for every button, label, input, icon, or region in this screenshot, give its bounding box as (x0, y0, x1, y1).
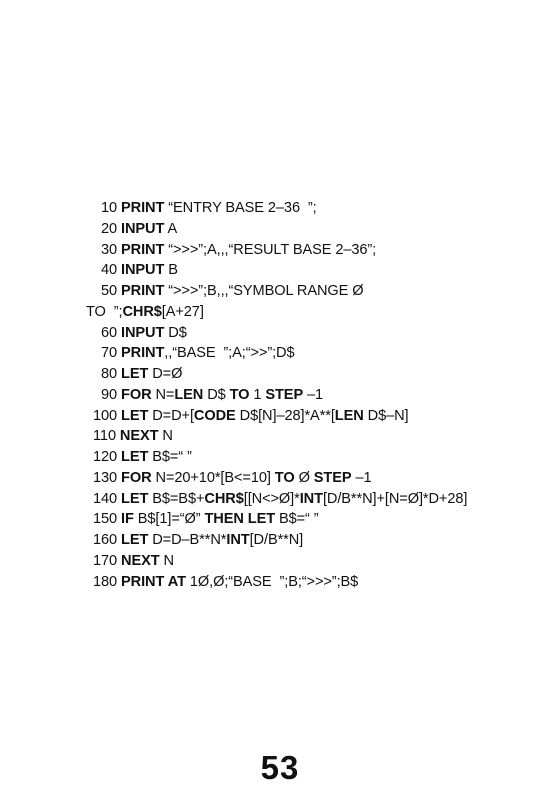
code-line: 70 PRINT,,“BASE ”;A;“>>”;D$ (101, 343, 295, 363)
code-text: D$ (164, 325, 187, 341)
code-text: –1 (303, 387, 324, 403)
code-text: 50 (101, 283, 121, 299)
basic-keyword: IF (121, 511, 134, 527)
code-text: “>>>”;B,,,“SYMBOL RANGE Ø (164, 283, 364, 299)
basic-keyword: LEN (334, 408, 364, 424)
code-line: 120 LET B$=“ ” (93, 447, 192, 467)
code-text: 120 (93, 449, 122, 465)
basic-keyword: PRINT (121, 200, 165, 216)
basic-keyword: PRINT (121, 345, 165, 361)
basic-keyword: NEXT (121, 553, 160, 569)
code-text: 180 (93, 574, 122, 590)
code-line: TO ”;CHR$[A+27] (86, 302, 204, 322)
code-line: 30 PRINT “>>>”;A,,,“RESULT BASE 2–36”; (101, 240, 376, 260)
basic-keyword: THEN LET (204, 511, 276, 527)
code-text: 90 (101, 387, 121, 403)
code-text: 140 (93, 491, 122, 507)
code-text: [D/B**N] (249, 532, 304, 548)
basic-keyword: INPUT (121, 262, 165, 278)
code-text: 70 (101, 345, 121, 361)
basic-keyword: LET (121, 491, 149, 507)
code-text: D$–N] (363, 408, 409, 424)
code-text: D$ (203, 387, 230, 403)
code-line: 40 INPUT B (101, 260, 178, 280)
code-line: 160 LET D=D–B**N*INT[D/B**N] (93, 530, 303, 550)
code-line: 80 LET D=Ø (101, 364, 182, 384)
code-text: N (159, 553, 175, 569)
code-line: 180 PRINT AT 1Ø,Ø;“BASE ”;B;“>>>”;B$ (93, 572, 358, 592)
code-text: –1 (351, 470, 372, 486)
code-line: 110 NEXT N (93, 426, 173, 446)
basic-keyword: PRINT (121, 242, 165, 258)
basic-keyword: LEN (174, 387, 204, 403)
basic-keyword: LET (121, 449, 149, 465)
code-text: Ø (294, 470, 314, 486)
code-line: 50 PRINT “>>>”;B,,,“SYMBOL RANGE Ø (101, 281, 364, 301)
code-text: 170 (93, 553, 122, 569)
basic-keyword: PRINT (121, 283, 165, 299)
basic-keyword: TO (274, 470, 295, 486)
basic-keyword: NEXT (119, 428, 159, 444)
code-text: 40 (101, 262, 121, 278)
basic-keyword: CODE (193, 408, 236, 424)
code-text: D$[N]–28]*A**[ (235, 408, 335, 424)
code-text: 60 (101, 325, 121, 341)
code-text: “>>>”;A,,,“RESULT BASE 2–36”; (164, 242, 377, 258)
code-line: 170 NEXT N (93, 551, 174, 571)
code-text: 30 (101, 242, 121, 258)
code-text: D=D–B**N* (148, 532, 227, 548)
basic-keyword: TO (229, 387, 250, 403)
basic-keyword: STEP (313, 470, 352, 486)
code-text: B$=“ ” (275, 511, 319, 527)
basic-keyword: PRINT AT (121, 574, 186, 590)
code-line: 130 FOR N=20+10*[B<=10] TO Ø STEP –1 (93, 468, 372, 488)
code-text: 10 (101, 200, 121, 216)
basic-keyword: INPUT (121, 325, 165, 341)
code-line: 140 LET B$=B$+CHR$[[N<>Ø]*INT[D/B**N]+[N… (93, 489, 467, 509)
basic-keyword: LET (121, 532, 149, 548)
code-text: [D/B**N]+[N=Ø]*D+28] (322, 491, 468, 507)
code-text: D=D+[ (148, 408, 194, 424)
code-line: 150 IF B$[1]=“Ø” THEN LET B$=“ ” (93, 509, 319, 529)
page-number: 53 (260, 749, 300, 786)
code-text: 20 (101, 221, 121, 237)
basic-keyword: LET (121, 366, 149, 382)
code-text: 1 (249, 387, 266, 403)
basic-keyword: STEP (265, 387, 304, 403)
code-text: 80 (101, 366, 121, 382)
code-text: N=20+10*[B<=10] (151, 470, 275, 486)
code-text: [A+27] (161, 304, 204, 320)
basic-keyword: FOR (121, 387, 152, 403)
code-text: “ENTRY BASE 2–36 ”; (164, 200, 317, 216)
code-text: TO ”; (86, 304, 123, 320)
basic-keyword: INT (226, 532, 250, 548)
code-text: ,,“BASE ”;A;“>>”;D$ (164, 345, 295, 361)
code-text: 150 (93, 511, 122, 527)
code-text: 100 (93, 408, 122, 424)
basic-keyword: FOR (121, 470, 152, 486)
code-text: N= (151, 387, 175, 403)
code-text: D=Ø (148, 366, 183, 382)
code-text: A (164, 221, 178, 237)
code-line: 20 INPUT A (101, 219, 177, 239)
code-line: 90 FOR N=LEN D$ TO 1 STEP –1 (101, 385, 323, 405)
basic-keyword: CHR$ (122, 304, 162, 320)
code-text: 110 (93, 428, 120, 444)
code-text: N (158, 428, 173, 444)
code-text: 160 (93, 532, 122, 548)
code-line: 10 PRINT “ENTRY BASE 2–36 ”; (101, 198, 317, 218)
code-line: 60 INPUT D$ (101, 323, 187, 343)
code-line: 100 LET D=D+[CODE D$[N]–28]*A**[LEN D$–N… (93, 406, 409, 426)
code-text: B$=“ ” (148, 449, 192, 465)
code-text: B$=B$+ (148, 491, 205, 507)
code-text: 130 (93, 470, 122, 486)
code-text: [[N<>Ø]* (243, 491, 300, 507)
basic-keyword: CHR$ (204, 491, 244, 507)
code-text: B$[1]=“Ø” (133, 511, 205, 527)
code-text: 1Ø,Ø;“BASE ”;B;“>>>”;B$ (185, 574, 359, 590)
basic-keyword: LET (121, 408, 149, 424)
basic-keyword: INT (299, 491, 323, 507)
basic-keyword: INPUT (121, 221, 165, 237)
code-text: B (164, 262, 178, 278)
